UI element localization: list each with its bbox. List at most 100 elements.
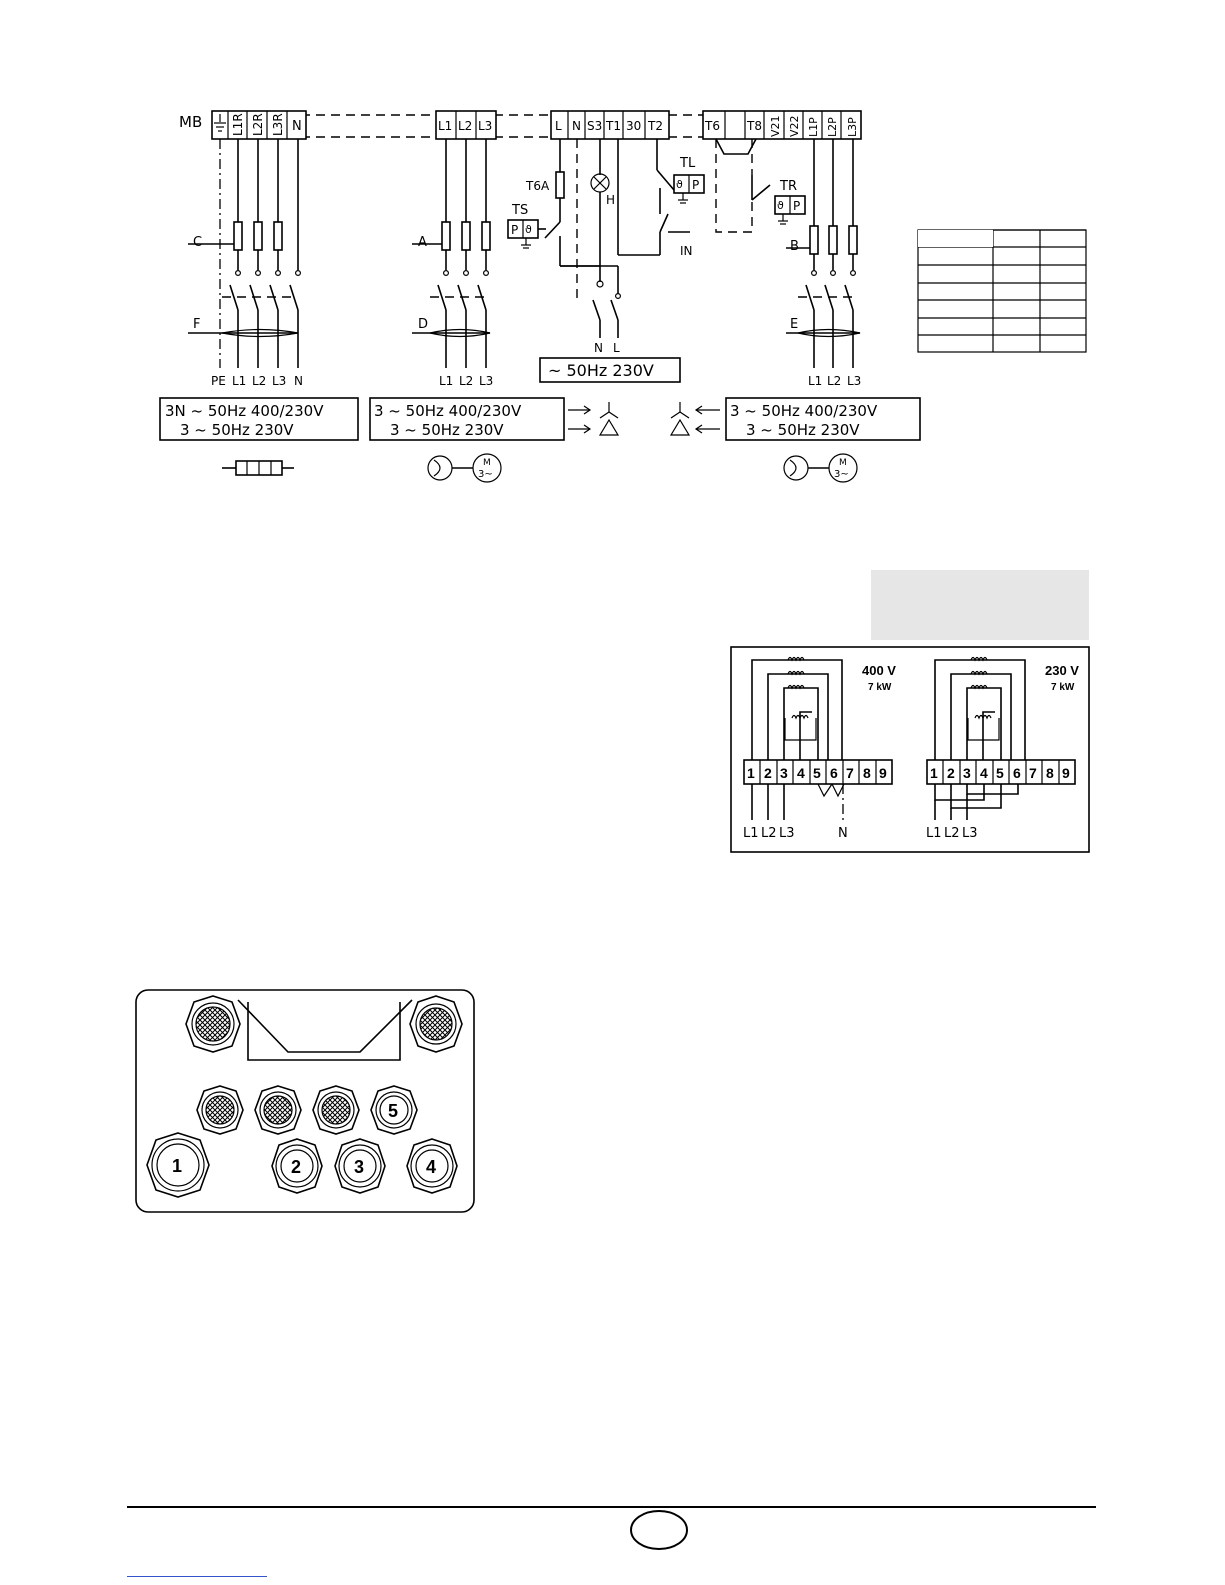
terminal-T8: T8 <box>746 119 762 133</box>
motor-right-phase: 3~ <box>834 469 849 480</box>
heater-left-t9: 9 <box>879 765 887 781</box>
mb-label: MB <box>179 113 202 131</box>
bottom-right-L3: L3 <box>847 374 861 388</box>
terminal-ctrl-N: N <box>572 119 581 133</box>
terminal-mid-L1: L1 <box>438 119 452 133</box>
gland-blank-top-left <box>185 995 241 1053</box>
terminal-V22: V22 <box>788 115 801 137</box>
terminal-T6: T6 <box>704 119 720 133</box>
bottom-left-L1: L1 <box>232 374 246 388</box>
terminal-L2R: L2R <box>251 113 265 136</box>
terminal-N: N <box>292 119 302 134</box>
bottom-left-L2: L2 <box>252 374 266 388</box>
gland-blank-mid-2 <box>254 1085 302 1135</box>
tr-thermostat-group: ϑ P TR <box>715 138 806 233</box>
gland-5-label: 5 <box>388 1101 398 1121</box>
footer-link-underline <box>127 1576 267 1577</box>
delta-icon <box>598 418 620 436</box>
terminal-L: L <box>555 119 562 133</box>
gland-3: 3 <box>334 1138 386 1194</box>
star-icon <box>599 402 619 419</box>
heater-connection-panel: 1 2 3 4 5 6 7 8 9 400 V <box>730 646 1090 853</box>
heater-right-t2: 2 <box>947 765 955 781</box>
control-circuit: T6A H IN ϑ P TL P ϑ TS <box>507 139 705 383</box>
switch-label-E: E <box>790 317 798 332</box>
bottom-mid-L1: L1 <box>439 374 453 388</box>
pump-motor-right: M 3~ <box>783 453 858 483</box>
ts-theta-icon: ϑ <box>525 223 532 236</box>
cable-gland-panel: 5 1 2 3 4 <box>135 989 475 1213</box>
heater-right-L3: L3 <box>962 826 978 841</box>
terminal-S3: S3 <box>587 119 602 133</box>
terminal-T1: T1 <box>605 119 621 133</box>
heater-right-L1: L1 <box>926 826 942 841</box>
gray-caption-panel <box>871 570 1089 640</box>
heater-left-L3: L3 <box>779 826 795 841</box>
heater-coil-icon-right <box>970 656 992 720</box>
supply-mid-line1: 3 ~ 50Hz 400/230V <box>374 402 522 420</box>
terminal-strip-mid: L1 L2 L3 <box>435 110 497 140</box>
mid-power-group: A D L1 L2 L3 <box>412 139 493 388</box>
switch-label-A: A <box>418 235 427 250</box>
supply-left-line1: 3N ~ 50Hz 400/230V <box>165 402 324 420</box>
heater-left-L2: L2 <box>761 826 777 841</box>
bottom-right-L2: L2 <box>827 374 841 388</box>
heater-right-t7: 7 <box>1029 765 1037 781</box>
gland-4-label: 4 <box>426 1157 436 1177</box>
heater-left-t7: 7 <box>846 765 854 781</box>
supply-right-line2: 3 ~ 50Hz 230V <box>746 421 860 439</box>
gland-blank-mid-1 <box>196 1085 244 1135</box>
right-power-group: B E L1 L2 L3 <box>786 139 861 388</box>
gland-1-label: 1 <box>172 1156 182 1176</box>
bottom-ctrl-L: L <box>613 341 620 355</box>
gland-blank-top-right <box>409 995 463 1053</box>
supply-right-line1: 3 ~ 50Hz 400/230V <box>730 402 878 420</box>
gland-3-label: 3 <box>354 1157 364 1177</box>
gland-1: 1 <box>146 1132 210 1198</box>
tr-label: TR <box>779 179 797 194</box>
bottom-ctrl-N: N <box>594 341 603 355</box>
lamp-label: H <box>606 193 615 207</box>
supply-mid-box: 3 ~ 50Hz 400/230V 3 ~ 50Hz 230V <box>369 397 620 441</box>
gland-4: 4 <box>406 1138 458 1194</box>
heater-left-N: N <box>838 826 848 841</box>
heater-left-t3: 3 <box>780 765 788 781</box>
in-label: IN <box>680 244 693 258</box>
heater-symbol <box>222 460 294 476</box>
empty-table <box>917 229 1087 353</box>
heater-right-t4: 4 <box>980 765 988 781</box>
terminal-mid-L3: L3 <box>478 119 492 133</box>
bottom-left-L3: L3 <box>272 374 286 388</box>
page-number-oval <box>630 1510 688 1550</box>
bottom-mid-L3: L3 <box>479 374 493 388</box>
tl-p-label: P <box>692 178 699 192</box>
tr-theta-icon: ϑ <box>777 199 784 212</box>
terminal-L2P: L2P <box>826 117 839 137</box>
heater-right-t9: 9 <box>1062 765 1070 781</box>
motor-mid-m: M <box>483 458 491 468</box>
heater-right-power: 7 kW <box>1051 682 1075 693</box>
heater-left-t8: 8 <box>863 765 871 781</box>
heater-left-t4: 4 <box>797 765 805 781</box>
supply-mid-line2: 3 ~ 50Hz 230V <box>390 421 504 439</box>
heater-left-voltage: 400 V <box>862 663 896 678</box>
supply-left-box: 3N ~ 50Hz 400/230V 3 ~ 50Hz 230V <box>159 397 359 441</box>
terminal-L1R: L1R <box>231 113 245 136</box>
left-power-group: C F PE L1 L2 L3 N <box>188 139 303 388</box>
heater-right-L2: L2 <box>944 826 960 841</box>
bottom-left-N: N <box>294 374 303 388</box>
switch-label-F: F <box>193 317 200 332</box>
bottom-PE: PE <box>211 374 226 388</box>
bottom-right-L1: L1 <box>808 374 822 388</box>
heater-left-L1: L1 <box>743 826 759 841</box>
motor-right-m: M <box>839 458 847 468</box>
supply-left-line2: 3 ~ 50Hz 230V <box>180 421 294 439</box>
heater-right-t5: 5 <box>996 765 1004 781</box>
motor-mid-phase: 3~ <box>478 469 493 480</box>
gland-2: 2 <box>271 1138 323 1194</box>
switch-label-C: C <box>193 235 202 250</box>
terminal-30: 30 <box>626 119 641 133</box>
switch-label-D: D <box>418 317 428 332</box>
gland-5: 5 <box>370 1085 418 1135</box>
delta-icon-right <box>669 418 691 436</box>
